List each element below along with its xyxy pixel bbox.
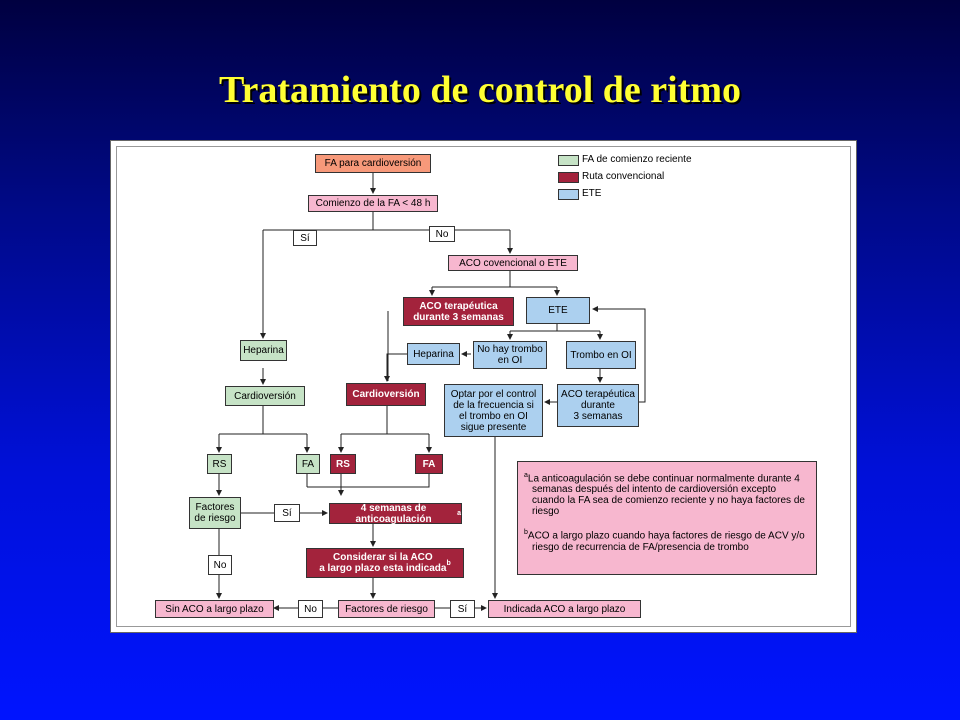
node-aco-convencional-ete: ACO covencional o ETE — [448, 255, 578, 271]
label-no-1: No — [429, 226, 455, 242]
node-heparina-green: Heparina — [240, 340, 287, 361]
label-no-3: No — [298, 600, 323, 618]
legend-swatch-blue — [558, 189, 579, 200]
flowchart-panel: FA de comienzo reciente Ruta convenciona… — [110, 140, 857, 633]
node-heparina-blue: Heparina — [407, 343, 460, 365]
label-no-2: No — [208, 555, 232, 575]
footnote-marker-a: a — [457, 510, 461, 517]
node-rs-red: RS — [330, 454, 356, 474]
footnote-a-mark: a — [524, 472, 528, 479]
node-cuatro-semanas-anticoagulacion: 4 semanas de anticoagulación a — [329, 502, 462, 525]
node-ete: ETE — [526, 297, 590, 324]
node-aco-terapeutica-3-semanas: ACO terapéutica durante 3 semanas — [403, 297, 514, 326]
considerar-aco-text: Considerar si la ACO a largo plazo esta … — [319, 552, 447, 574]
legend-swatch-green — [558, 155, 579, 166]
label-si-3: Sí — [450, 600, 475, 618]
node-aco-terapeutica-3-semanas-blue: ACO terapéutica durante 3 semanas — [557, 384, 639, 427]
footnotes-box: aLa anticoagulación se debe continuar no… — [517, 461, 817, 575]
node-considerar-aco-largo-plazo: Considerar si la ACO a largo plazo esta … — [306, 548, 464, 578]
legend-label-ete: ETE — [582, 188, 602, 199]
node-fa-red: FA — [415, 454, 443, 474]
footnote-b-text: ACO a largo plazo cuando haya factores d… — [527, 530, 805, 553]
node-no-hay-trombo: No hay trombo en OI — [473, 341, 547, 369]
node-fa-green: FA — [296, 454, 320, 474]
node-factores-riesgo-red: Factores de riesgo — [338, 600, 435, 618]
label-si-1: Sí — [293, 230, 317, 246]
label-si-2: Sí — [274, 504, 300, 522]
footnote-a-text: La anticoagulación se debe continuar nor… — [527, 473, 805, 518]
footnote-a: aLa anticoagulación se debe continuar no… — [524, 470, 810, 517]
node-comienzo-48h: Comienzo de la FA < 48 h — [308, 195, 438, 212]
legend-label-reciente: FA de comienzo reciente — [582, 154, 692, 165]
node-fa-para-cardioversion: FA para cardioversión — [315, 154, 431, 173]
cuatro-semanas-text: 4 semanas de anticoagulación — [355, 502, 432, 525]
slide-title: Tratamiento de control de ritmo — [218, 69, 742, 111]
node-cardioversion-red: Cardioversión — [346, 383, 426, 406]
node-optar-control-frecuencia: Optar por el control de la frecuencia si… — [444, 384, 543, 437]
footnote-b-mark: b — [524, 529, 528, 537]
flowchart-frame: FA de comienzo reciente Ruta convenciona… — [116, 146, 851, 627]
legend-swatch-red — [558, 172, 579, 183]
legend-label-convencional: Ruta convencional — [582, 171, 665, 182]
footnote-marker-b: b — [446, 559, 451, 567]
footnote-b: bACO a largo plazo cuando haya factores … — [524, 527, 810, 552]
node-indicada-aco-largo-plazo: Indicada ACO a largo plazo — [488, 600, 641, 618]
node-sin-aco-largo-plazo: Sin ACO a largo plazo — [155, 600, 274, 618]
node-rs-green: RS — [207, 454, 232, 474]
node-cardioversion-green: Cardioversión — [225, 386, 305, 406]
node-factores-riesgo-green: Factores de riesgo — [189, 497, 241, 529]
node-trombo-en-oi: Trombo en OI — [566, 341, 636, 369]
